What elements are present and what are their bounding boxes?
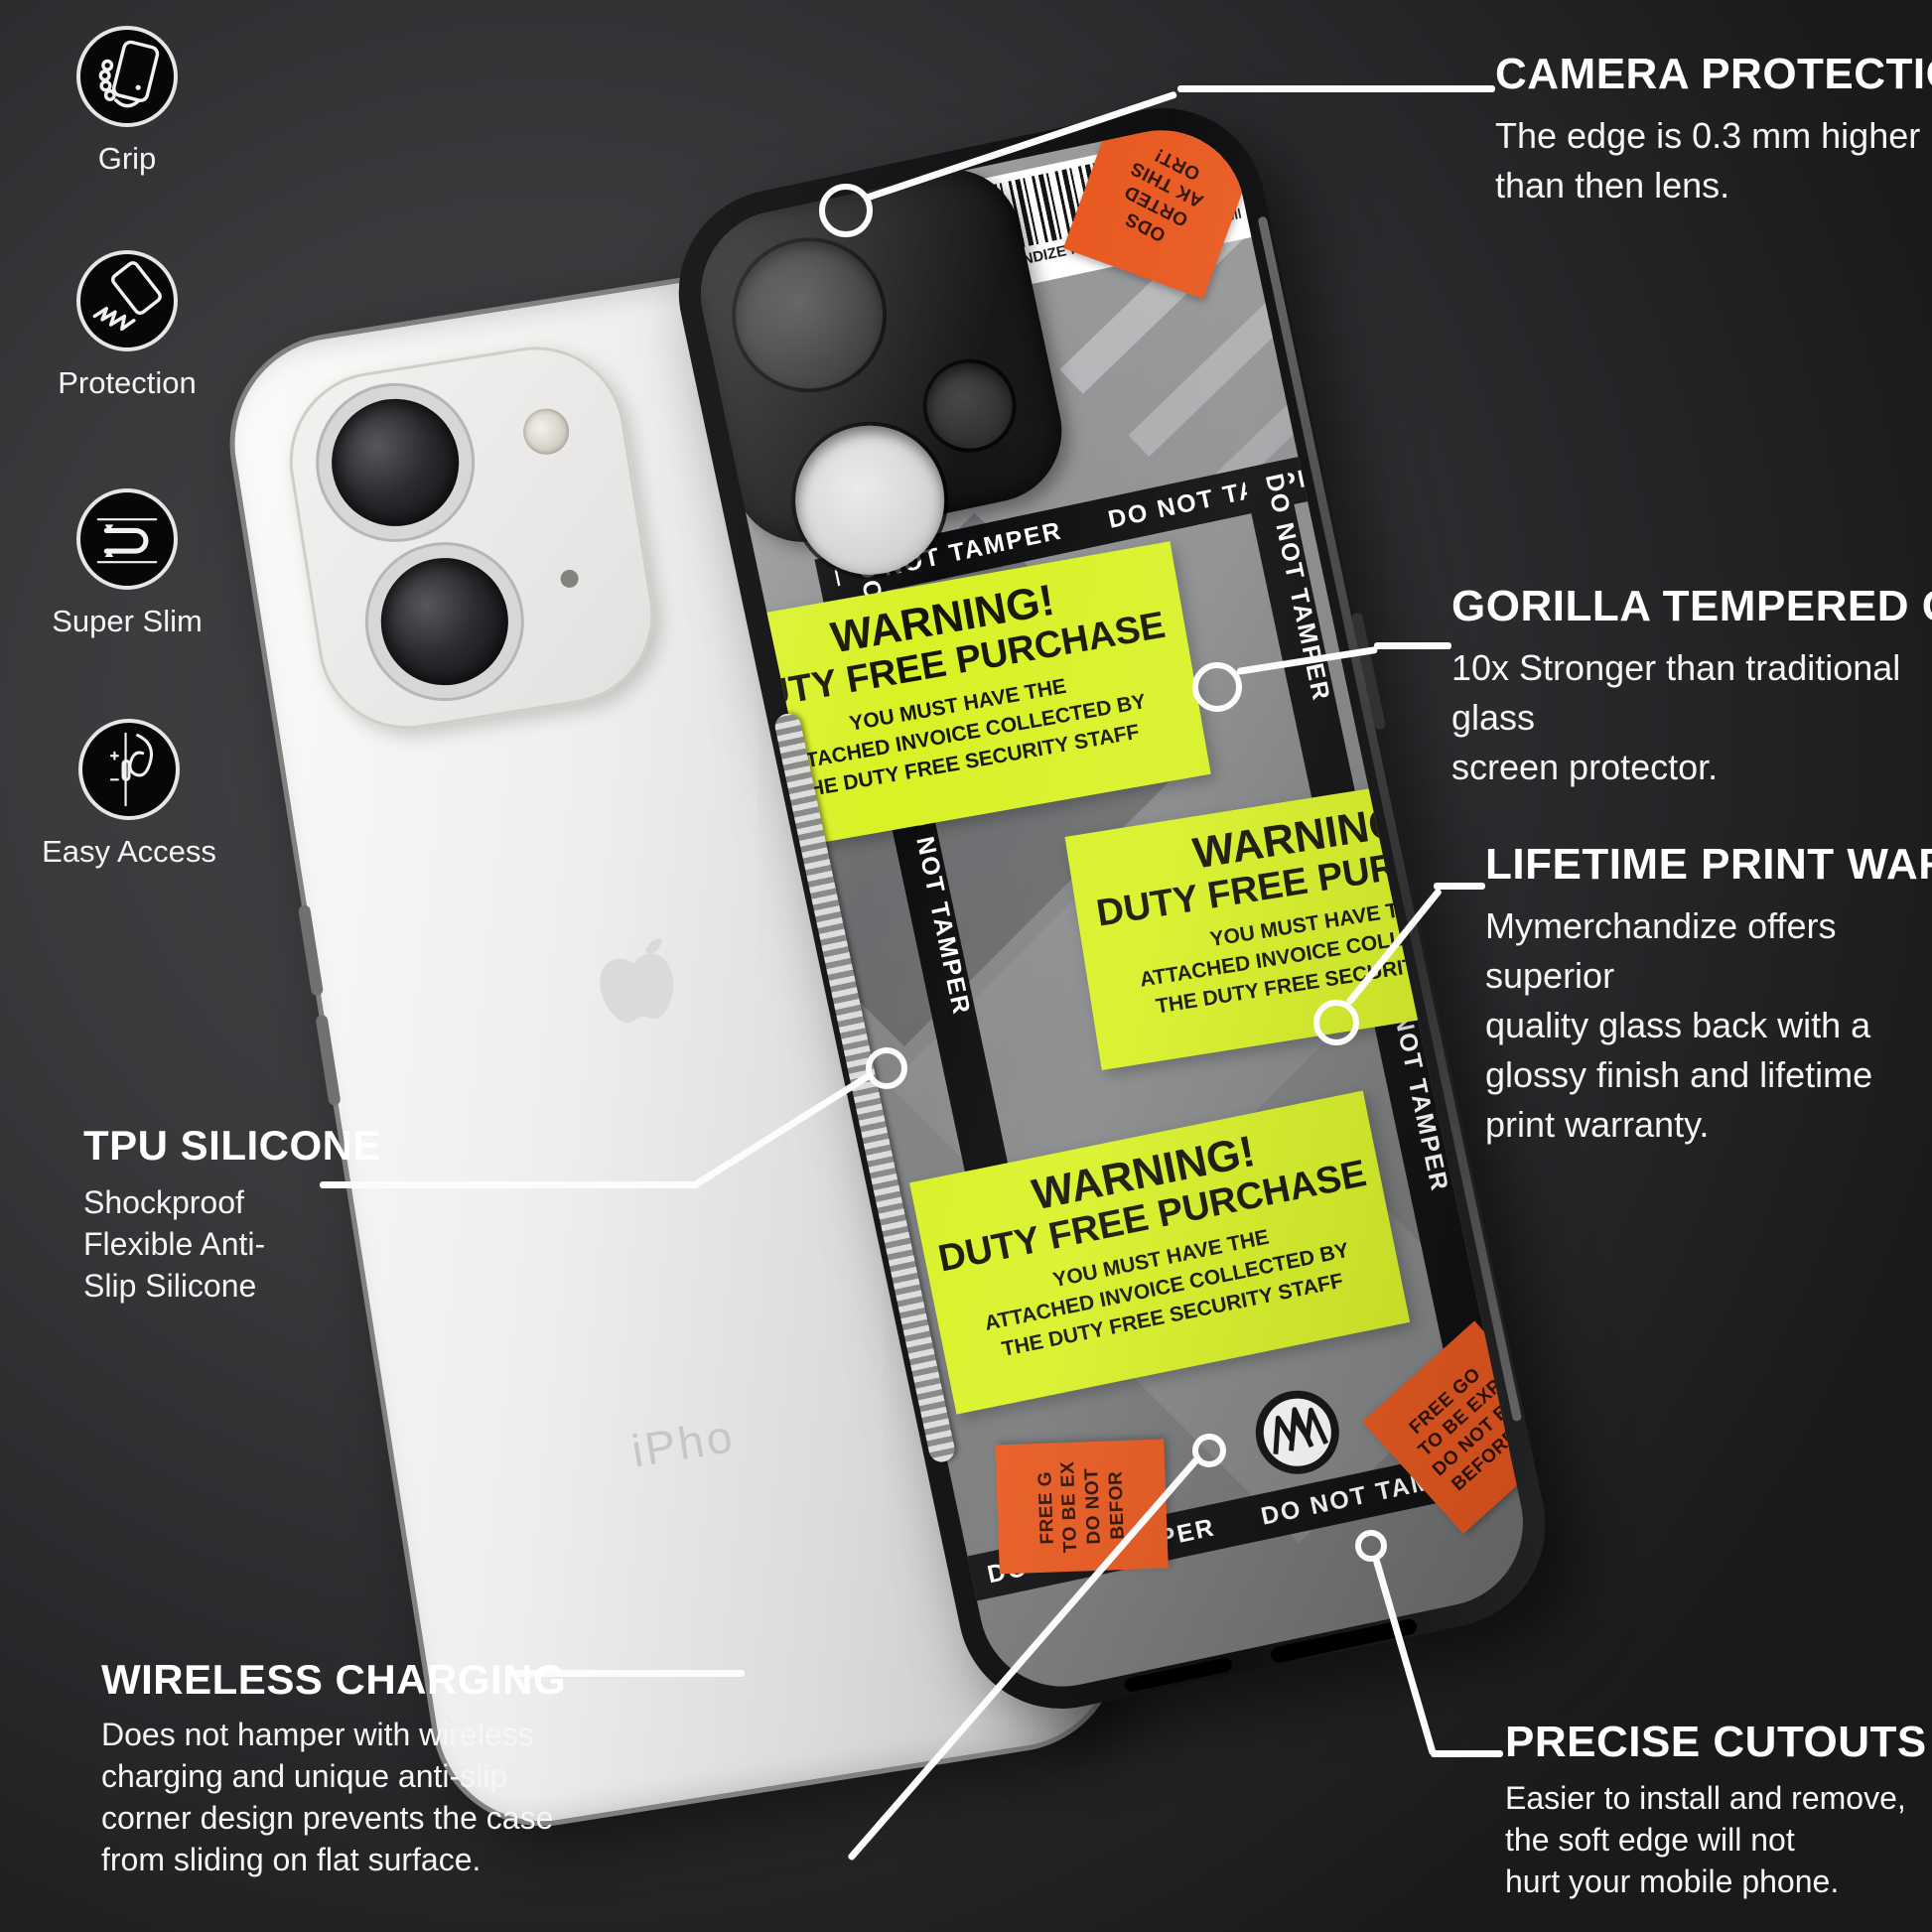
easy-access-icon	[78, 719, 180, 820]
gorilla-glass-body: 10x Stronger than traditional glass scre…	[1451, 647, 1901, 787]
lifetime-warranty-pointer-line	[1434, 883, 1485, 890]
wireless-charging-title: WIRELESS CHARGING	[101, 1656, 567, 1703]
mymerchandize-logo	[1247, 1382, 1349, 1488]
camera-flash	[519, 405, 573, 459]
precise-cutouts-body: Easier to install and remove, the soft e…	[1505, 1780, 1906, 1899]
camera-lens-top	[322, 389, 469, 536]
protection-icon	[76, 250, 178, 351]
feature-grip: Grip	[18, 26, 236, 177]
camera-cutout-large-top	[722, 227, 897, 403]
feature-protection-label: Protection	[58, 365, 197, 400]
feature-super-slim-label: Super Slim	[52, 604, 203, 638]
camera-lens-bottom	[371, 548, 518, 695]
wireless-charging-body: Does not hamper with wireless charging a…	[101, 1717, 554, 1877]
feature-protection: Protection	[18, 250, 236, 401]
gorilla-glass-pointer-line	[1374, 642, 1451, 649]
wireless-charging-pointer-line	[510, 1670, 745, 1677]
orange-sticker-text: FREE GO TO BE EXP DO NOT BR BEFORE B	[1405, 1363, 1538, 1495]
tpu-silicone-pointer-line	[320, 1181, 699, 1188]
volume-button-down	[315, 1014, 342, 1107]
feature-easy-access: Easy Access	[20, 719, 238, 870]
volume-button-up	[297, 903, 325, 997]
tpu-silicone-title: TPU SILICONE	[83, 1122, 382, 1169]
feature-super-slim: Super Slim	[18, 488, 236, 639]
feature-easy-access-label: Easy Access	[42, 834, 216, 869]
orange-sticker-text: ODS ORTED AK THIS ORT!	[1121, 143, 1207, 245]
case-camera-cover	[685, 155, 1075, 589]
white-phone-camera-module	[276, 334, 667, 743]
camera-cutout-small	[918, 354, 1021, 457]
precise-cutouts-pointer-line	[1431, 1750, 1503, 1757]
lifetime-warranty-body: Mymerchandize offers superior quality gl…	[1485, 905, 1873, 1145]
white-phone: iPho	[213, 242, 1137, 1843]
camera-protection-body: The edge is 0.3 mm higher than then lens…	[1495, 115, 1921, 206]
precise-cutouts-title: PRECISE CUTOUTS	[1505, 1718, 1927, 1766]
camera-mic	[559, 568, 580, 590]
camera-protection-title: CAMERA PROTECTION	[1495, 50, 1932, 98]
case-back-glass: DO NOT TAMPER DO NOT TAMPER DO NOT TAMPE…	[685, 114, 1539, 1703]
case-phone: DO NOT TAMPER DO NOT TAMPER DO NOT TAMPE…	[659, 88, 1565, 1728]
orange-sticker-bottom-left: FREE G TO BE EX DO NOT BEFOR	[995, 1439, 1169, 1575]
orange-sticker-text: FREE G TO BE EX DO NOT BEFOR	[1034, 1460, 1129, 1554]
wireless-charging-pointer-circle	[1192, 1434, 1226, 1467]
lifetime-warranty-title: LIFETIME PRINT WARRENTY	[1485, 840, 1932, 889]
gorilla-glass-title: GORILLA TEMPERED GLASS	[1451, 582, 1932, 630]
camera-protection-pointer-circle	[819, 184, 873, 237]
lifetime-warranty-pointer-circle	[1313, 1000, 1359, 1045]
tpu-silicone-body: Shockproof Flexible Anti- Slip Silicone	[83, 1184, 266, 1304]
gorilla-glass-pointer-circle	[1192, 662, 1242, 712]
orange-sticker-top: ODS ORTED AK THIS ORT!	[1063, 114, 1262, 300]
apple-logo	[582, 926, 694, 1056]
precise-cutouts-pointer-circle	[1355, 1530, 1387, 1562]
grip-icon	[76, 26, 178, 127]
camera-protection-pointer-line	[1177, 85, 1495, 92]
super-slim-icon	[76, 488, 178, 590]
feature-grip-label: Grip	[97, 141, 157, 176]
iphone-brand-text: iPho	[627, 1409, 739, 1477]
tpu-silicone-pointer-circle	[866, 1047, 907, 1089]
